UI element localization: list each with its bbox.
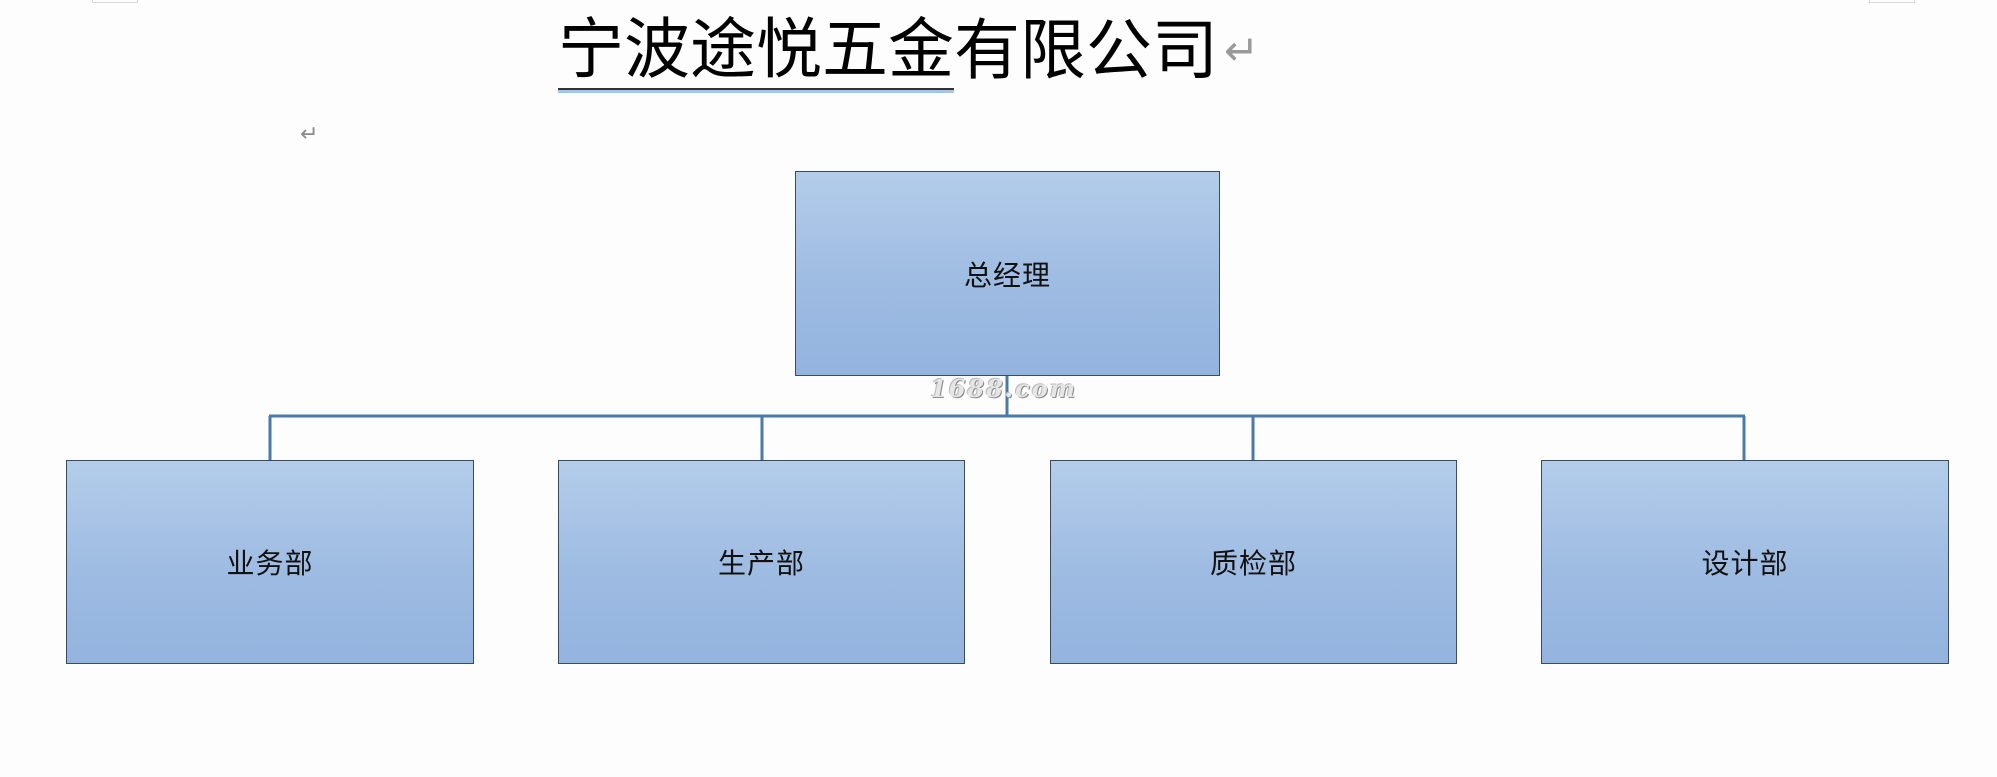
org-node-production-dept[interactable]: 生产部 xyxy=(558,460,965,664)
title-company-suffix: 有限公司 xyxy=(954,12,1218,90)
org-node-design-dept[interactable]: 设计部 xyxy=(1541,460,1949,664)
paragraph-mark-icon: ↵ xyxy=(1224,26,1260,75)
org-node-sales-dept[interactable]: 业务部 xyxy=(66,460,474,664)
title-company-name: 宁波途悦五金 xyxy=(558,11,954,90)
crop-mark-left xyxy=(92,0,138,3)
watermark-1688: 1688.com xyxy=(930,374,1078,403)
crop-mark-right xyxy=(1869,0,1915,3)
org-node-quality-dept[interactable]: 质检部 xyxy=(1050,460,1457,664)
org-node-general-manager[interactable]: 总经理 xyxy=(795,171,1220,376)
empty-paragraph-mark-icon: ↵ xyxy=(300,122,319,147)
document-title[interactable]: 宁波途悦五金有限公司↵ xyxy=(558,6,1259,96)
